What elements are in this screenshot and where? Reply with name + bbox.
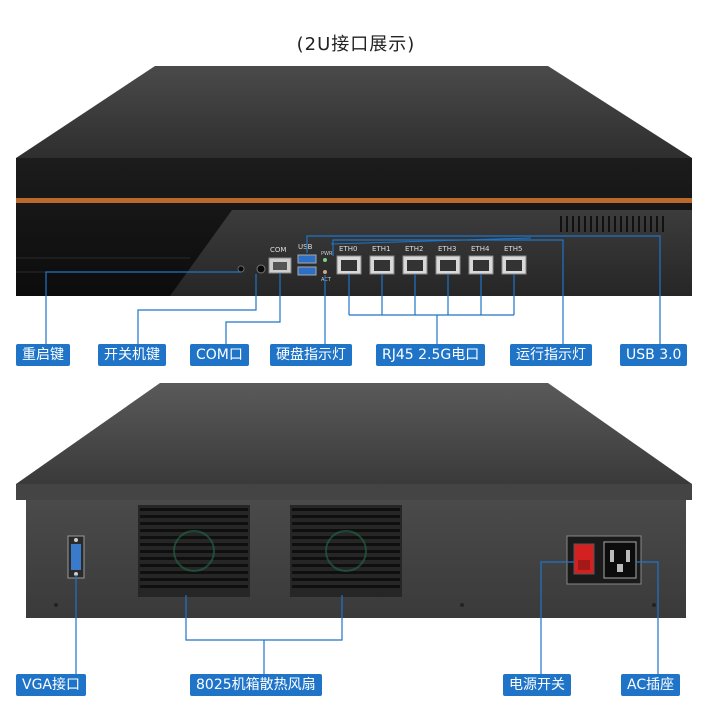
eth-ports bbox=[336, 255, 527, 275]
callout-power-button: 开关机键 bbox=[98, 344, 166, 366]
eth-port-1 bbox=[369, 255, 395, 275]
front-chassis-illustration: COM USB ETH0 ETH1 ETH2 ETH3 ETH4 ETH5 PW… bbox=[16, 66, 692, 345]
rear-chassis-top bbox=[16, 383, 692, 484]
led-label-pwr: PWR bbox=[321, 251, 333, 257]
port-label-eth1: ETH1 bbox=[372, 245, 390, 253]
callout-ac-socket: AC插座 bbox=[621, 674, 681, 696]
port-label-eth0: ETH0 bbox=[339, 245, 357, 253]
port-label-com: COM bbox=[270, 246, 286, 254]
port-label-eth5: ETH5 bbox=[504, 245, 522, 253]
usb-port-2 bbox=[297, 266, 317, 276]
callout-power-switch: 电源开关 bbox=[503, 674, 571, 696]
fan-grille-slots bbox=[140, 508, 400, 588]
usb-port-1 bbox=[297, 254, 317, 264]
rear-chassis-face bbox=[26, 500, 686, 618]
callout-disk-led: 硬盘指示灯 bbox=[270, 344, 352, 366]
port-label-eth2: ETH2 bbox=[405, 245, 423, 253]
vga-port bbox=[67, 535, 85, 579]
power-module bbox=[566, 535, 642, 585]
pwr-led bbox=[323, 258, 327, 262]
port-label-eth3: ETH3 bbox=[438, 245, 456, 253]
front-io-panel bbox=[170, 210, 692, 296]
power-switch bbox=[573, 543, 595, 575]
fan-grille-right bbox=[290, 505, 402, 597]
led-label-act: ACT bbox=[321, 277, 332, 283]
act-led bbox=[323, 270, 327, 274]
front-accent-stripe bbox=[16, 198, 692, 203]
eth-port-2 bbox=[402, 255, 428, 275]
power-button bbox=[256, 264, 266, 274]
eth-port-0 bbox=[336, 255, 362, 275]
callout-cooling-fans: 8025机箱散热风扇 bbox=[190, 674, 322, 696]
ac-socket bbox=[603, 541, 637, 579]
callout-usb3: USB 3.0 bbox=[620, 344, 688, 366]
callout-rj45: RJ45 2.5G电口 bbox=[376, 344, 486, 366]
rear-callout-lines bbox=[75, 561, 659, 675]
callout-vga-port: VGA接口 bbox=[16, 674, 87, 696]
eth-port-3 bbox=[435, 255, 461, 275]
page-title: (2U接口展示) bbox=[296, 34, 416, 55]
eth-port-4 bbox=[468, 255, 494, 275]
front-chassis-top bbox=[16, 66, 692, 158]
callout-reset-button: 重启键 bbox=[16, 344, 70, 366]
fan-grille-left bbox=[138, 505, 250, 597]
port-label-eth4: ETH4 bbox=[471, 245, 490, 253]
front-callout-lines bbox=[45, 235, 661, 345]
callout-com-port: COM口 bbox=[190, 344, 249, 366]
front-vents bbox=[560, 216, 664, 232]
reset-button bbox=[237, 265, 245, 273]
eth-port-5 bbox=[501, 255, 527, 275]
callout-run-led: 运行指示灯 bbox=[510, 344, 592, 366]
port-label-usb: USB bbox=[298, 243, 313, 251]
